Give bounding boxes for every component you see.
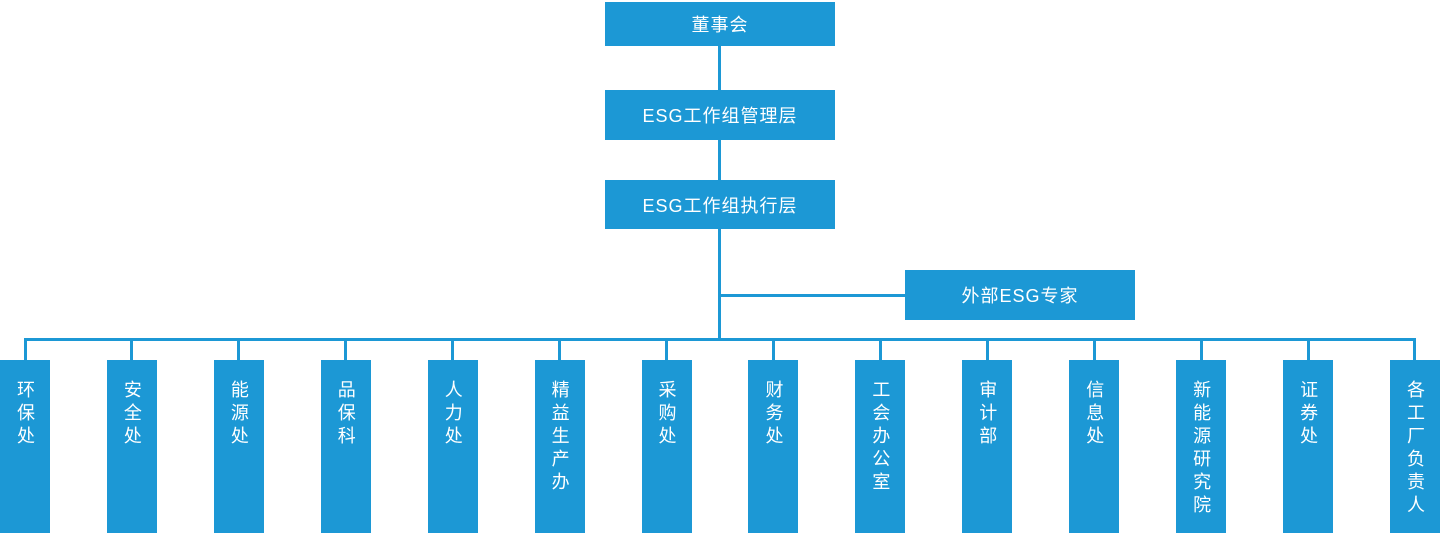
department-label: 人力处 [442,380,463,449]
node-information-office: 信息处 [1069,360,1120,533]
node-securities-office: 证券处 [1283,360,1334,533]
department-label: 工会办公室 [870,380,891,495]
connector-stub [344,341,348,360]
connector-stub [665,341,669,360]
department-col-new-energy-research: 新能源研究院 [1176,341,1227,533]
department-col-human-resources: 人力处 [427,341,478,533]
connector-management-to-execution [718,140,721,180]
connector-stub [451,341,455,360]
department-col-securities: 证券处 [1283,341,1334,533]
connector-stub [237,341,241,360]
department-col-audit: 审计部 [962,341,1013,533]
department-col-quality-assurance: 品保科 [320,341,371,533]
connector-execution-trunk [718,229,721,341]
connector-stub [878,341,882,360]
node-new-energy-research-institute: 新能源研究院 [1176,360,1227,533]
node-external-esg-expert: 外部ESG专家 [905,270,1135,320]
connector-branch-to-external-expert [721,294,905,297]
department-col-labor-union: 工会办公室 [855,341,906,533]
connector-stub [1199,341,1203,360]
node-energy-office: 能源处 [213,360,264,533]
node-board-of-directors: 董事会 [605,2,835,46]
connector-stub [1413,341,1417,360]
department-col-safety: 安全处 [106,341,157,533]
node-finance-office: 财务处 [748,360,799,533]
connector-stub [23,341,27,360]
connector-stub [558,341,562,360]
department-col-lean-production: 精益生产办 [534,341,585,533]
department-label: 各工厂负责人 [1404,380,1425,518]
node-lean-production-office: 精益生产办 [534,360,585,533]
node-factory-heads: 各工厂负责人 [1389,360,1440,533]
node-procurement-office: 采购处 [641,360,692,533]
connector-stub [130,341,134,360]
department-label: 精益生产办 [549,380,570,495]
node-esg-execution-layer: ESG工作组执行层 [605,180,835,229]
node-quality-assurance-section: 品保科 [320,360,371,533]
connector-stub [1306,341,1310,360]
department-label: 审计部 [977,380,998,449]
node-esg-management-layer: ESG工作组管理层 [605,90,835,140]
department-col-procurement: 采购处 [641,341,692,533]
department-label: 信息处 [1084,380,1105,449]
department-label: 品保科 [335,380,356,449]
department-row: 环保处 安全处 能源处 品保科 人力处 [0,341,1440,533]
department-label: 安全处 [121,380,142,449]
connector-departments-rail [24,338,1416,341]
node-safety-office: 安全处 [106,360,157,533]
connector-stub [985,341,989,360]
department-label: 新能源研究院 [1191,380,1212,518]
node-labor-union-office: 工会办公室 [855,360,906,533]
connector-board-to-management [718,46,721,90]
department-label: 财务处 [763,380,784,449]
department-col-information: 信息处 [1069,341,1120,533]
department-col-energy: 能源处 [213,341,264,533]
department-label: 能源处 [228,380,249,449]
department-col-factory-heads: 各工厂负责人 [1389,341,1440,533]
node-human-resources-office: 人力处 [427,360,478,533]
department-label: 证券处 [1298,380,1319,449]
department-col-environmental-protection: 环保处 [0,341,50,533]
connector-stub [1092,341,1096,360]
node-audit-department: 审计部 [962,360,1013,533]
node-environmental-protection-office: 环保处 [0,360,50,533]
department-label: 采购处 [656,380,677,449]
connector-stub [771,341,775,360]
department-label: 环保处 [15,380,35,449]
department-col-finance: 财务处 [748,341,799,533]
